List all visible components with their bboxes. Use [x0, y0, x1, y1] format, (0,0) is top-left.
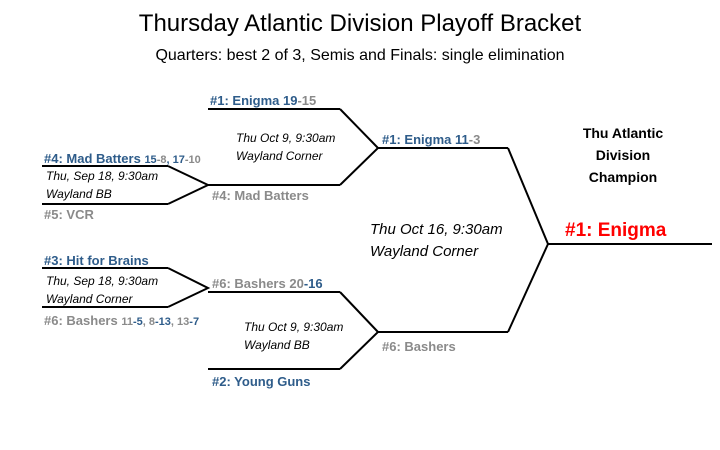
qt-team-a-scores: 15-8, 17-10: [144, 154, 200, 166]
qb-team-a: #3: Hit for Brains: [44, 253, 149, 268]
st-connector: [339, 108, 380, 186]
f-venue: Wayland Corner: [370, 243, 479, 260]
score: -3: [468, 132, 481, 147]
page-subtitle: Quarters: best 2 of 3, Semis and Finals:…: [155, 47, 565, 64]
score: -7: [189, 316, 200, 328]
f-team-a-label: #1: Enigma: [382, 132, 452, 147]
score: 19: [282, 93, 298, 108]
f-date: Thu Oct 16, 9:30am: [370, 221, 503, 238]
score: 20: [289, 276, 304, 291]
score: 11: [454, 132, 469, 147]
qb-team-b: #6: Bashers 11-5, 8-13, 13-7: [44, 313, 199, 328]
sb-venue: Wayland BB: [244, 338, 310, 352]
sb-connector: [339, 291, 380, 370]
st-team-b: #4: Mad Batters: [212, 188, 309, 203]
score: 15: [144, 154, 157, 166]
score: -10: [184, 154, 201, 166]
sb-team-a: #6: Bashers 20-16: [212, 276, 323, 291]
score: 13: [177, 316, 190, 328]
qb-date: Thu, Sep 18, 9:30am: [46, 274, 159, 288]
score-sep: ,: [170, 316, 178, 328]
st-venue: Wayland Corner: [236, 149, 323, 163]
qt-team-a-label: #4: Mad Batters: [44, 151, 141, 166]
qb-connector: [167, 267, 211, 308]
champion-heading-line: Thu Atlantic: [582, 125, 664, 141]
score: -5: [132, 316, 143, 328]
score-sep: ,: [166, 154, 173, 166]
f-team-b: #6: Bashers: [382, 339, 456, 354]
st-team-a-label: #1: Enigma: [210, 93, 280, 108]
page-title: Thursday Atlantic Division Playoff Brack…: [138, 10, 582, 37]
qb-team-b-scores: 11-5, 8-13, 13-7: [121, 316, 199, 328]
st-date: Thu Oct 9, 9:30am: [236, 131, 336, 145]
score-sep: ,: [142, 316, 149, 328]
qt-team-a: #4: Mad Batters 15-8, 17-10: [44, 151, 201, 166]
score: 17: [172, 154, 185, 166]
f-team-a: #1: Enigma 11-3: [382, 132, 480, 147]
score: 11: [121, 316, 133, 328]
score: -15: [297, 93, 317, 108]
score: -13: [155, 316, 171, 328]
sb-date: Thu Oct 9, 9:30am: [244, 320, 344, 334]
qb-venue: Wayland Corner: [46, 292, 133, 306]
score: -8: [156, 154, 167, 166]
champion-heading-line: Champion: [588, 169, 658, 185]
sb-team-b: #2: Young Guns: [212, 374, 311, 389]
score: -16: [303, 276, 323, 291]
qt-date: Thu, Sep 18, 9:30am: [46, 169, 159, 183]
qt-venue: Wayland BB: [46, 187, 112, 201]
sb-team-a-label: #6: Bashers: [212, 276, 286, 291]
st-team-a: #1: Enigma 19-15: [210, 93, 316, 108]
score: 8: [148, 316, 156, 328]
champion-heading-line: Division: [595, 147, 651, 163]
qb-team-b-label: #6: Bashers: [44, 313, 118, 328]
champion-team: #1: Enigma: [565, 220, 667, 241]
qt-connector: [167, 165, 211, 205]
f-connector: [507, 147, 550, 333]
qt-team-b: #5: VCR: [44, 207, 94, 222]
